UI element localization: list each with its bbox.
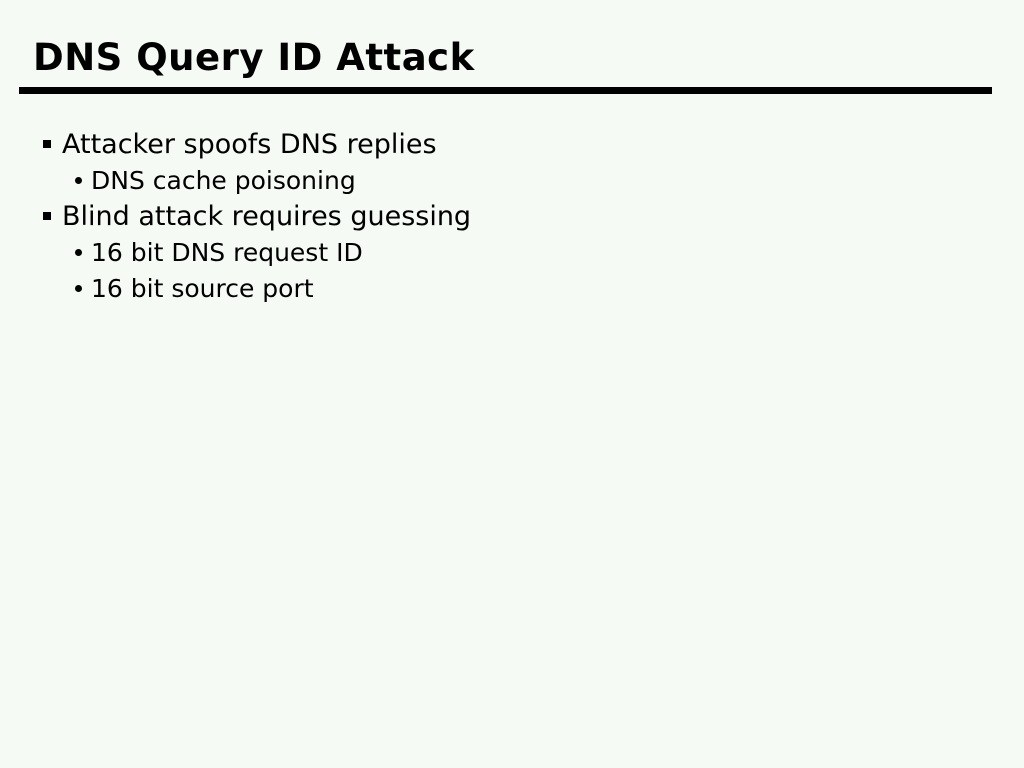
square-bullet-icon: [43, 140, 51, 148]
bullet-item: Blind attack requires guessing: [0, 198, 1024, 234]
bullet-text: 16 bit source port: [91, 273, 314, 303]
bullet-text: DNS cache poisoning: [91, 165, 356, 195]
title-underline: [19, 87, 992, 94]
bullet-item: 16 bit source port: [0, 270, 1024, 306]
bullet-text: 16 bit DNS request ID: [91, 237, 363, 267]
dot-bullet-icon: [75, 248, 82, 256]
bullet-item: DNS cache poisoning: [0, 162, 1024, 198]
dot-bullet-icon: [75, 176, 82, 184]
bullet-item: Attacker spoofs DNS replies: [0, 126, 1024, 162]
bullet-item: 16 bit DNS request ID: [0, 234, 1024, 270]
dot-bullet-icon: [75, 284, 82, 292]
bullet-text: Attacker spoofs DNS replies: [62, 128, 437, 160]
bullet-text: Blind attack requires guessing: [62, 200, 472, 232]
slide-title: DNS Query ID Attack: [33, 36, 475, 79]
square-bullet-icon: [43, 212, 51, 220]
